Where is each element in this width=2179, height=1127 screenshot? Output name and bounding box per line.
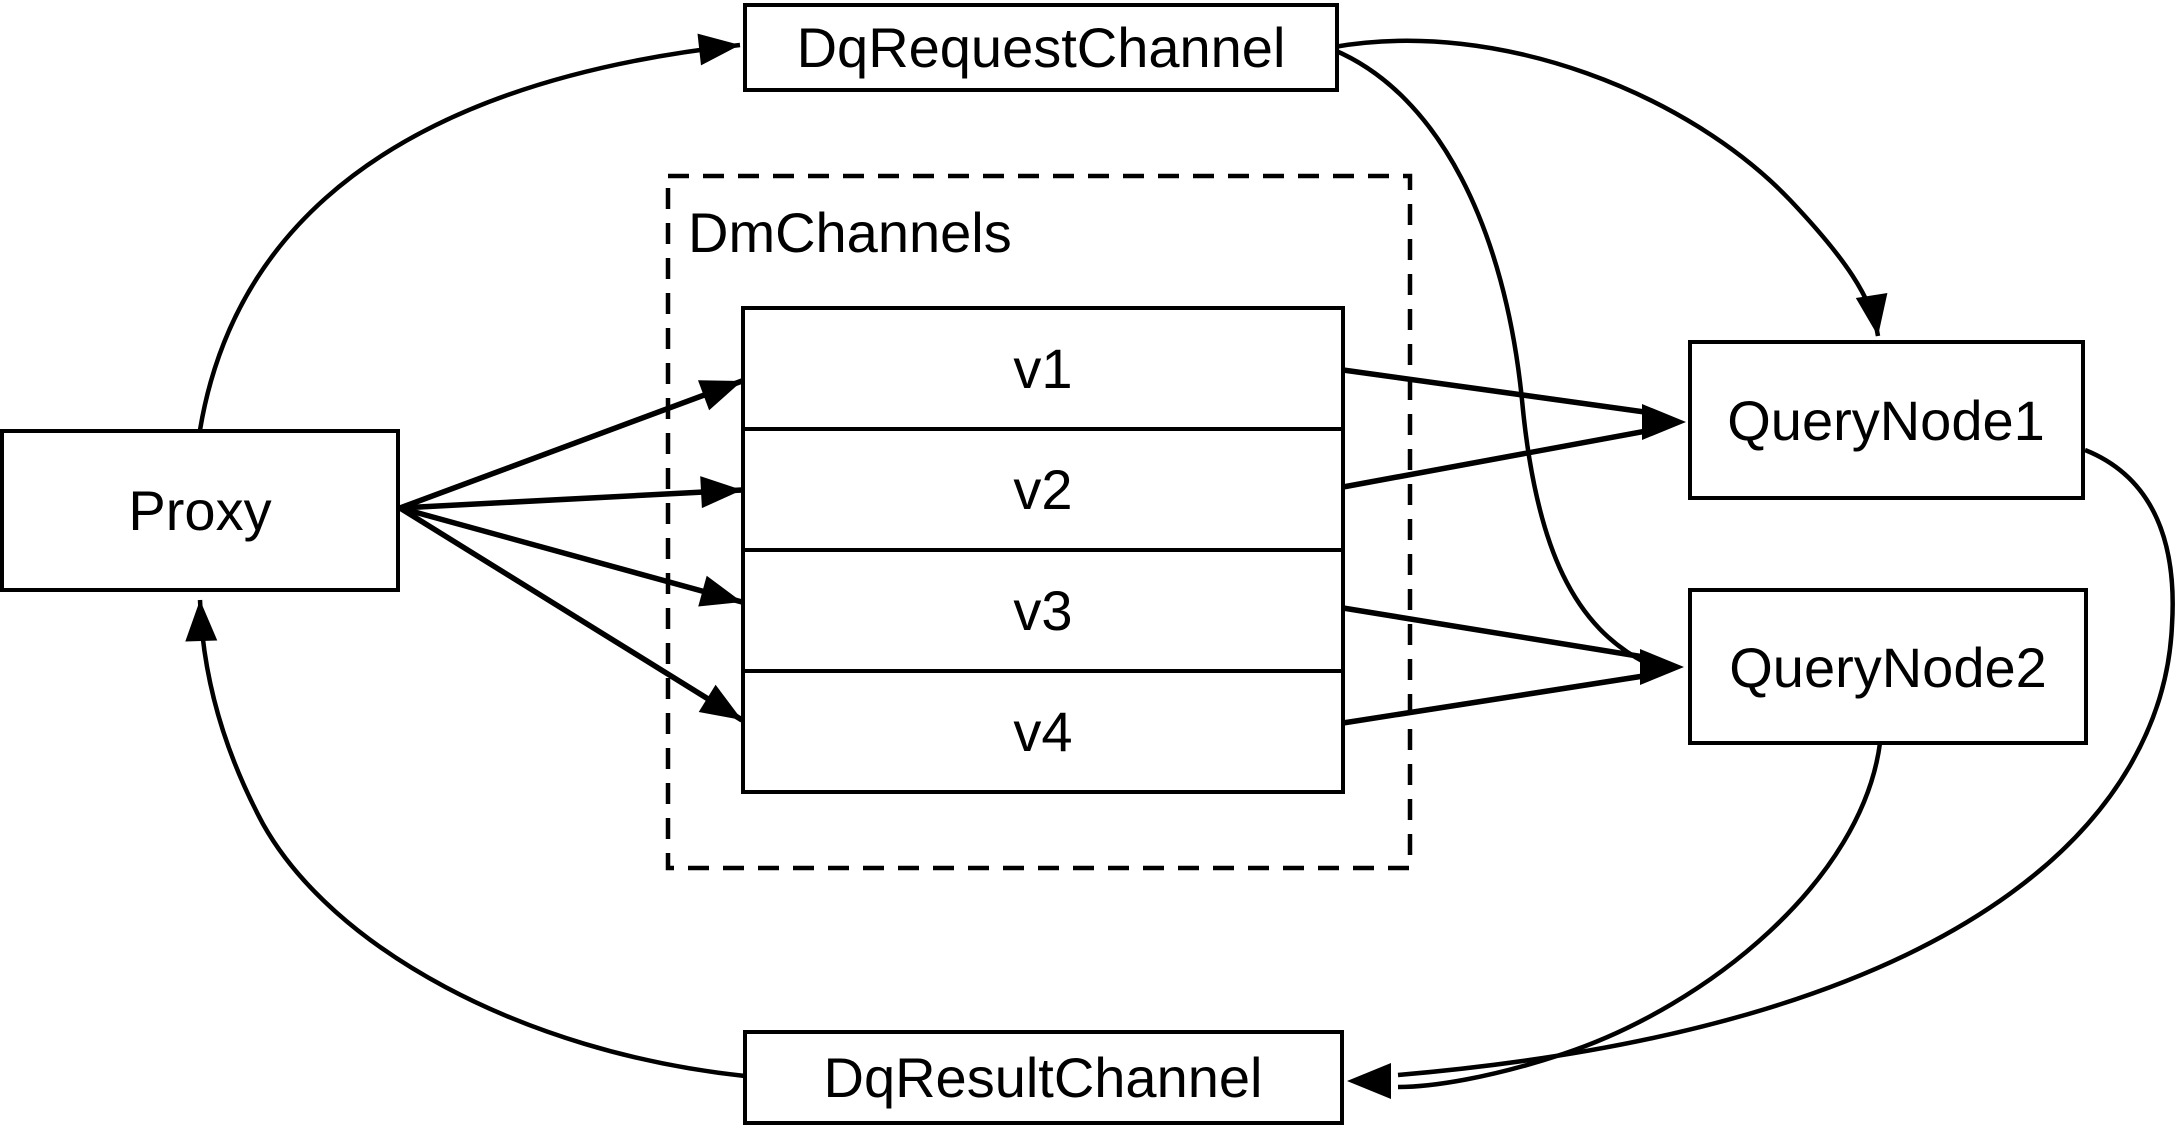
dqrequestchannel-label: DqRequestChannel xyxy=(797,16,1286,79)
channel-v3-label: v3 xyxy=(1013,579,1072,642)
edge-v4-to-querynode2 xyxy=(1342,672,1651,726)
dqresultchannel-label: DqResultChannel xyxy=(824,1046,1263,1109)
channel-v4-label: v4 xyxy=(1013,700,1072,763)
arrowhead-into-querynode1 xyxy=(1642,404,1686,440)
dqresultchannel-node-box xyxy=(743,1030,1344,1125)
channel-v2-label: v2 xyxy=(1013,458,1072,521)
proxy-node-box xyxy=(0,429,400,592)
channel-v1-label: v1 xyxy=(1013,337,1072,400)
querynode2-label: QueryNode2 xyxy=(1729,636,2047,699)
edge-dqrequestchannel-to-querynode1 xyxy=(1333,38,1888,337)
querynode1-node-box xyxy=(1688,340,2085,500)
arrowhead-into-querynode2 xyxy=(1640,649,1684,685)
edge-querynode1-to-dqresultchannel xyxy=(1397,447,2175,1078)
proxy-label: Proxy xyxy=(128,479,271,542)
edge-dqrequestchannel-to-querynode2 xyxy=(1333,47,1649,667)
arrowhead-into-dqresultchannel xyxy=(1347,1063,1391,1099)
edge-proxy-to-v3 xyxy=(399,505,743,607)
edge-v2-to-querynode1 xyxy=(1342,427,1653,490)
edge-dqresultchannel-to-proxy xyxy=(185,599,746,1079)
edge-proxy-to-v4 xyxy=(398,505,744,723)
querynode1-label: QueryNode1 xyxy=(1727,389,2045,452)
edge-proxy-to-v1 xyxy=(399,378,743,511)
dmchannels-group-label: DmChannels xyxy=(688,201,1012,264)
dqrequestchannel-node-box xyxy=(743,3,1339,92)
edge-v1-to-querynode1 xyxy=(1342,367,1653,416)
edge-proxy-to-dqrequestchannel xyxy=(197,33,741,431)
edge-proxy-to-v2 xyxy=(399,476,743,511)
dmchannels-group-box xyxy=(665,173,1413,871)
edge-v3-to-querynode2 xyxy=(1342,605,1651,661)
querynode2-node-box xyxy=(1688,588,2088,745)
edge-querynode2-to-dqresultchannel xyxy=(1397,742,1883,1090)
